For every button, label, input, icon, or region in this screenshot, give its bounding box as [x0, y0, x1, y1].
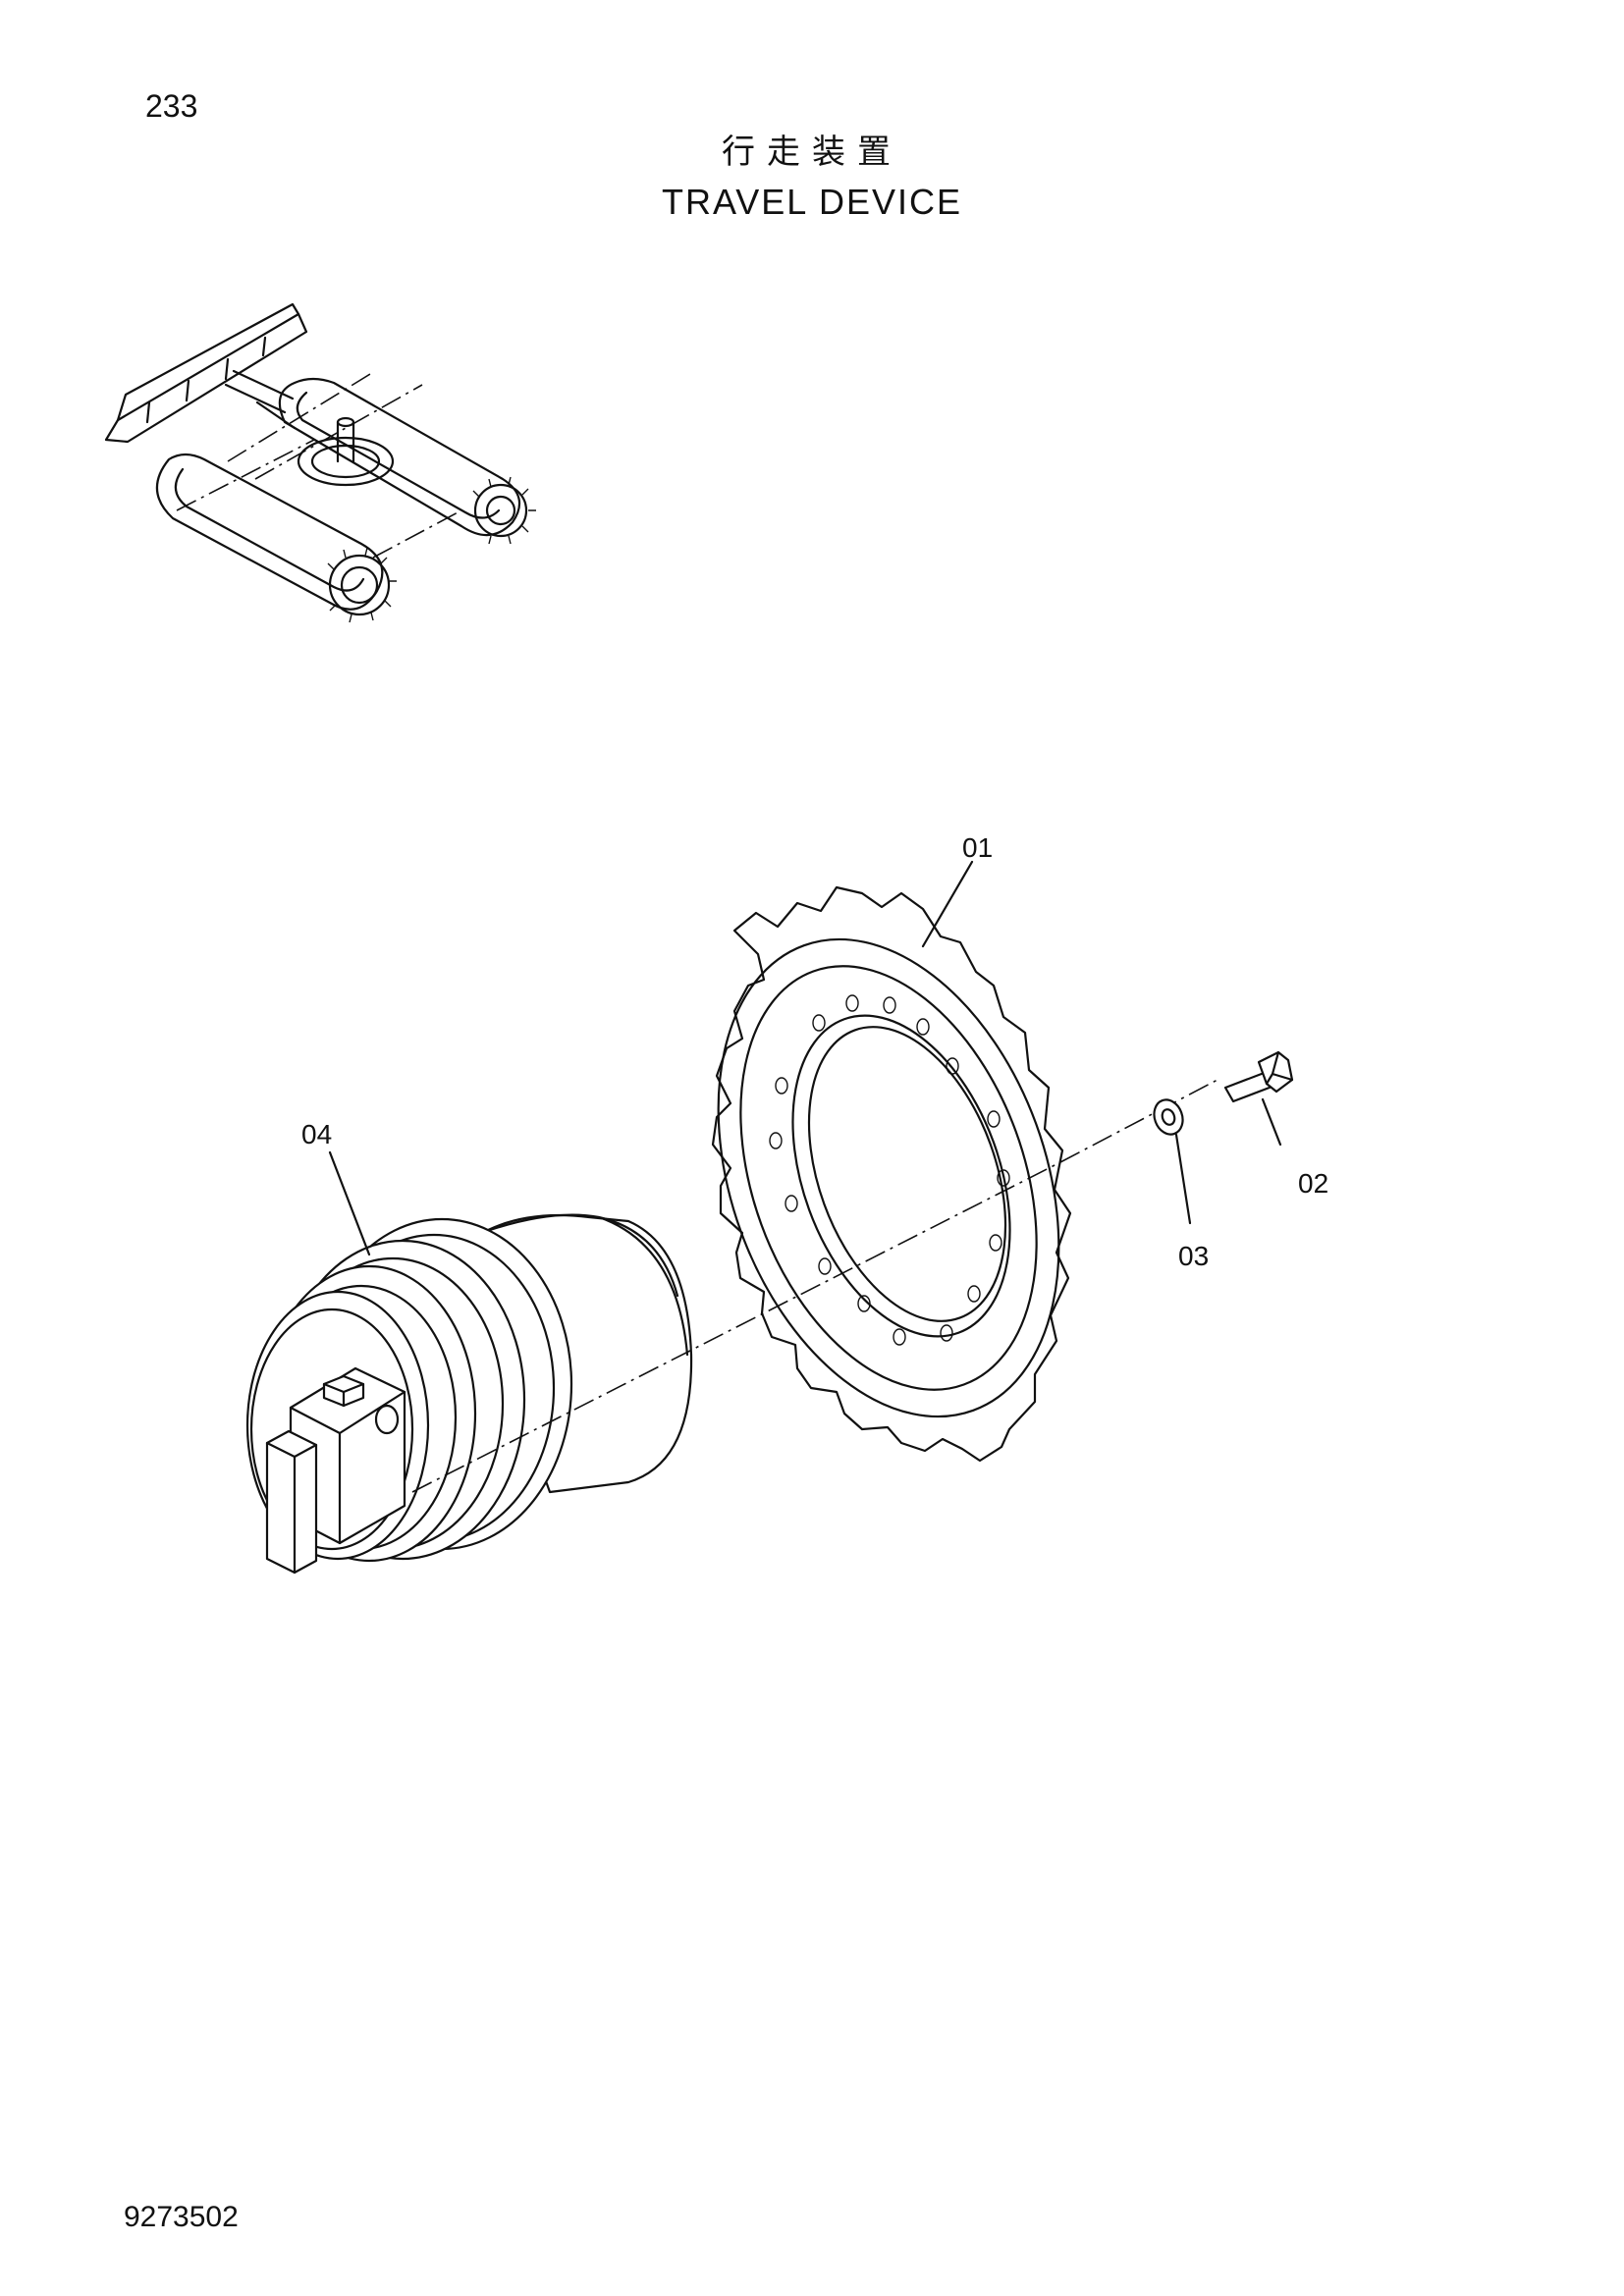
travel-motor-drawing [245, 1079, 1218, 1575]
title-english: TRAVEL DEVICE [661, 182, 963, 222]
sprocket-drawing [711, 885, 1072, 1463]
title-chinese: 行走装置 [722, 133, 902, 172]
callout-04: 04 [301, 1119, 333, 1149]
page-number: 233 [145, 88, 198, 124]
bolt-drawing [1223, 1050, 1294, 1103]
leader-lines [328, 860, 1282, 1256]
callout-01: 01 [962, 832, 994, 863]
undercarriage-overview [104, 302, 536, 623]
document-code: 9273502 [124, 2201, 239, 2233]
washer-drawing [1153, 1098, 1184, 1136]
callout-02: 02 [1298, 1168, 1329, 1199]
callout-03: 03 [1178, 1241, 1210, 1271]
